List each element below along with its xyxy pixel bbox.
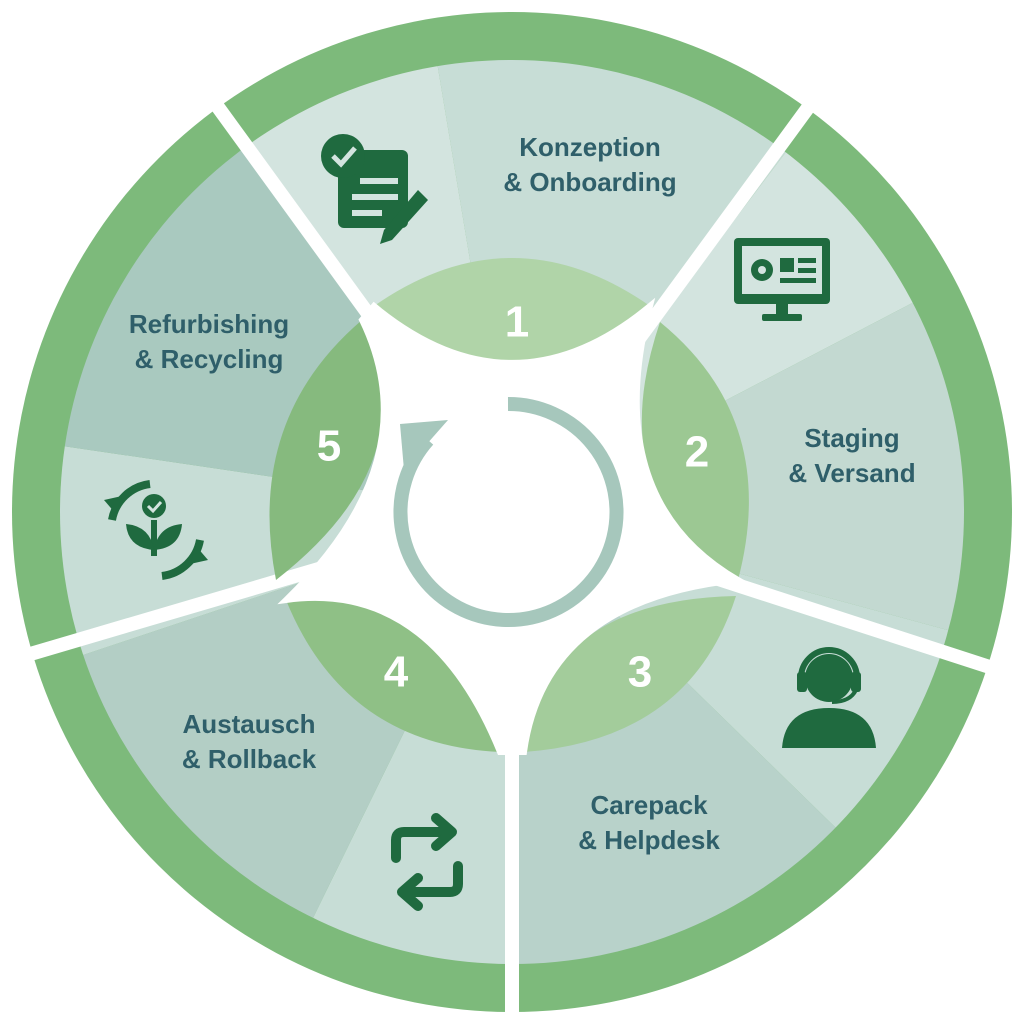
- stage-3-title: Carepack: [590, 790, 708, 820]
- center-gap: [277, 297, 748, 755]
- monitor-settings-icon: [734, 238, 830, 321]
- stage-4-number: 4: [384, 648, 409, 697]
- sustainable-plant-recycle-icon: [104, 480, 208, 580]
- petal-4: [286, 597, 500, 752]
- cycle-arrow-icon: [393, 396, 624, 627]
- stage-4-subtitle: & Rollback: [182, 744, 317, 774]
- petal-1: [374, 258, 650, 363]
- stage-2-title: Staging: [804, 423, 899, 453]
- petal-3: [524, 596, 736, 752]
- stage-5-subtitle: & Recycling: [135, 344, 284, 374]
- stage-2-subtitle: & Versand: [788, 458, 915, 488]
- headset-support-agent-icon: [782, 647, 876, 748]
- petal-5: [269, 320, 383, 580]
- stage-1-subtitle: & Onboarding: [503, 167, 676, 197]
- stage-3-subtitle: & Helpdesk: [578, 825, 720, 855]
- stage-3-number: 3: [628, 648, 652, 697]
- document-checklist-pencil-icon: [321, 134, 428, 244]
- stage-4-title: Austausch: [183, 709, 316, 739]
- stage-2-number: 2: [685, 428, 709, 477]
- exchange-arrows-icon: [391, 813, 463, 911]
- stage-1-title: Konzeption: [519, 132, 661, 162]
- stage-1-number: 1: [505, 298, 529, 347]
- stage-5-number: 5: [317, 422, 341, 471]
- stage-5-title: Refurbishing: [129, 309, 289, 339]
